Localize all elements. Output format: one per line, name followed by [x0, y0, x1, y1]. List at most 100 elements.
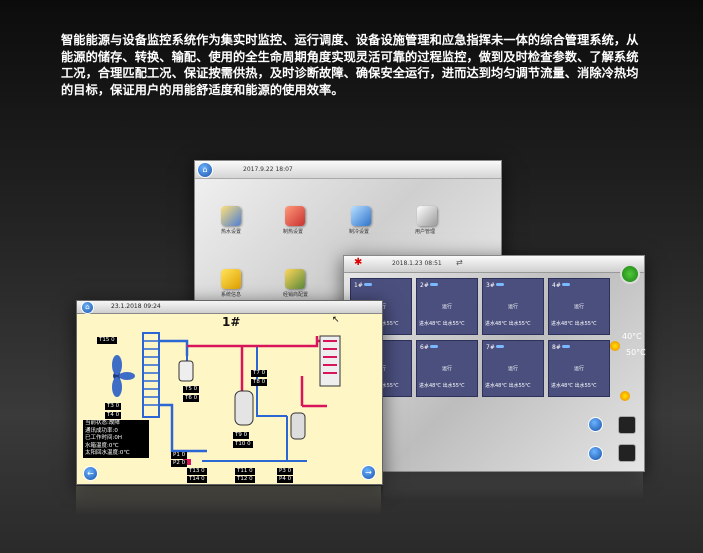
unit-tile[interactable]: 6# 运行进水48℃ 出水55℃	[416, 340, 478, 397]
unit-inlet: 进水48℃	[419, 383, 441, 389]
dealer-config-icon[interactable]	[285, 269, 305, 289]
menu-item-label: 经销商配置	[283, 292, 309, 298]
unit-inlet: 进水48℃	[485, 383, 507, 389]
detail-title-bar: ⌂ 23.1.2018 09:24	[77, 301, 382, 314]
menu-item-label: 制热设置	[283, 229, 304, 235]
coil-turns	[143, 340, 159, 406]
power-icon[interactable]	[620, 264, 640, 284]
sensor-p3: P3 0	[277, 468, 294, 475]
units-datetime: 2018.1.23 08:51	[392, 260, 442, 267]
screen-reflection	[383, 472, 643, 500]
unit-tile[interactable]: 8#运行进水48℃ 出水55℃	[548, 340, 610, 397]
sensor-p2: P2 0	[171, 460, 188, 467]
unit-id: 7#	[486, 344, 495, 351]
menu-item-label: 热水设置	[221, 229, 242, 235]
status-line: 太阳回水温度:0℃	[85, 450, 130, 456]
unit-id: 4#	[552, 282, 561, 289]
sensor-t13: T13 0	[187, 468, 207, 475]
unit-state: 运行	[507, 366, 518, 372]
fan-icon	[562, 345, 570, 348]
sensor-t3: T3 0	[105, 403, 122, 410]
unit-water-temps: 进水48℃ 出水55℃	[551, 382, 597, 389]
unit-tile[interactable]: 4# 运行进水48℃ 出水55℃	[548, 278, 610, 335]
settings-icon[interactable]	[618, 416, 636, 434]
unit-tile[interactable]: 7# 运行进水48℃ 出水55℃	[482, 340, 544, 397]
fan-icon	[430, 345, 438, 348]
fan-icon	[496, 345, 504, 348]
prev-arrow-icon[interactable]: ←	[83, 466, 98, 481]
sensor-t7: T7 0	[251, 370, 268, 377]
unit-id: 2#	[420, 282, 429, 289]
system-info-icon[interactable]	[221, 269, 241, 289]
unit-water-temps: 进水48℃ 出水55℃	[419, 382, 465, 389]
next-arrow-icon[interactable]: →	[361, 465, 376, 480]
unit-outlet: 出水55℃	[442, 321, 465, 327]
cooling-setting-icon[interactable]	[351, 206, 371, 226]
unit-inlet: 进水48℃	[485, 321, 507, 327]
sensor-t14: T14 0	[187, 476, 207, 483]
sun-icon	[620, 391, 630, 401]
status-line: 当前状态:故障	[85, 420, 120, 426]
home-icon[interactable]: ⌂	[197, 162, 213, 178]
unit-inlet: 进水48℃	[551, 321, 573, 327]
unit-outlet: 出水55℃	[376, 321, 399, 327]
unit-state: 运行	[441, 366, 452, 372]
unit-inlet: 进水48℃	[551, 383, 573, 389]
sensor-t10: T10 0	[233, 441, 253, 448]
temp-high: 40°C	[622, 332, 642, 341]
settings-icon[interactable]	[618, 444, 636, 462]
unit-outlet: 出水55℃	[574, 321, 597, 327]
intro-text: 智能能源与设备监控系统作为集实时监控、运行调度、设备设施管理和应急指挥未一体的综…	[61, 33, 639, 97]
fan-icon	[364, 283, 372, 286]
unit-id: 3#	[486, 282, 495, 289]
unit-state: 运行	[573, 304, 584, 310]
fan-icon	[112, 355, 135, 397]
unit-tile[interactable]: 2# 运行进水48℃ 出水55℃	[416, 278, 478, 335]
unit-outlet: 出水55℃	[508, 321, 531, 327]
unit-water-temps: 进水48℃ 出水55℃	[551, 320, 597, 327]
unit-state: 运行	[507, 304, 518, 310]
unit-water-temps: 进水48℃ 出水55℃	[485, 382, 531, 389]
heating-setting-icon[interactable]	[285, 206, 305, 226]
cursor-icon: ↖	[332, 315, 340, 325]
liquid-tank	[178, 360, 194, 382]
sensor-p4: P4 0	[277, 476, 294, 483]
sensor-t5: T5 0	[183, 386, 200, 393]
unit-water-temps: 进水48℃ 出水55℃	[485, 320, 531, 327]
sensor-t15: T15 0	[97, 337, 117, 344]
cold-pipe	[159, 339, 207, 453]
unit-outlet: 出水55℃	[574, 383, 597, 389]
home-icon[interactable]: ⌂	[81, 301, 94, 314]
unit-outlet: 出水55℃	[508, 383, 531, 389]
next-arrow-icon[interactable]	[588, 446, 603, 461]
unit-state: 运行	[573, 366, 584, 372]
unit-inlet: 进水48℃	[419, 321, 441, 327]
hot-water-setting-icon[interactable]	[221, 206, 241, 226]
status-line: 已工作时间:0H	[85, 435, 122, 441]
sensor-t12: T12 0	[235, 476, 255, 483]
menu-datetime: 2017.9.22 18:07	[243, 166, 293, 173]
sensor-t8: T8 0	[251, 379, 268, 386]
logo-icon: ✱	[354, 257, 363, 268]
units-title-bar: ✱ 2018.1.23 08:51 ⇄	[344, 256, 644, 273]
user-management-icon[interactable]	[417, 206, 437, 226]
detail-datetime: 23.1.2018 09:24	[111, 303, 161, 310]
detail-screen: ⌂ 23.1.2018 09:24 1# ↖ T15 0 T7 0 T8 0 T…	[76, 300, 383, 485]
sync-icon[interactable]: ⇄	[456, 258, 463, 267]
unit-id: 1#	[354, 282, 363, 289]
fan-icon	[562, 283, 570, 286]
condenser-coil	[323, 340, 337, 374]
unit-id: 6#	[420, 344, 429, 351]
sensor-t6: T6 0	[183, 395, 200, 402]
next-arrow-icon[interactable]	[588, 417, 603, 432]
temp-low: 50°C	[626, 348, 646, 357]
pump	[290, 412, 306, 440]
menu-item-label: 制冷设置	[349, 229, 370, 235]
evaporator-coil	[142, 332, 160, 418]
sun-icon	[610, 341, 620, 351]
status-panel: 当前状态:故障 通讯成功率:0 已工作时间:0H 水箱温度:0℃ 太阳回水温度:…	[83, 420, 149, 458]
menu-title-bar: ⌂ 2017.9.22 18:07	[195, 161, 501, 179]
unit-state: 运行	[441, 304, 452, 310]
unit-tile[interactable]: 3# 运行进水48℃ 出水55℃	[482, 278, 544, 335]
